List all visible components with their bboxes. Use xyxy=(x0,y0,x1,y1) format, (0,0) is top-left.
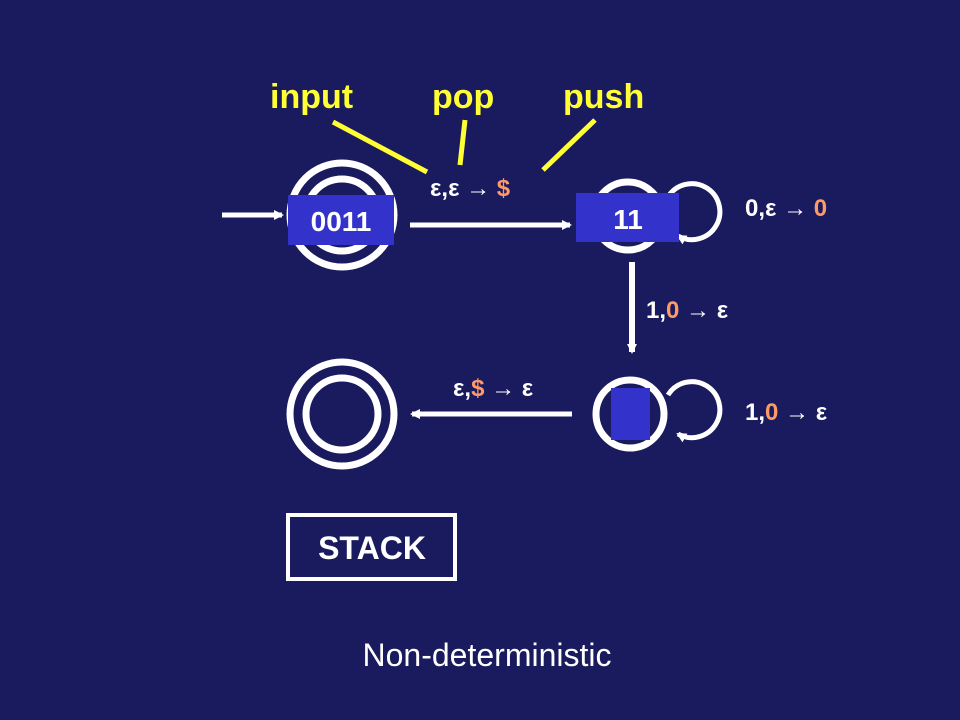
self-loop-label-q2: 1,0 → ε xyxy=(745,399,827,426)
self-loop-label-q1: 0,ε → 0 xyxy=(745,195,827,222)
pop-pointer-line xyxy=(457,119,468,166)
input-tape-q1-text: 11 xyxy=(613,204,643,235)
input-tape-q0-text: 0011 xyxy=(311,206,372,237)
stack-box xyxy=(286,513,457,581)
push-annotation: push xyxy=(563,78,644,116)
transition-label-q2-q3: ε,$ → ε xyxy=(453,375,533,402)
state-q2 xyxy=(592,376,668,452)
push-pointer-line xyxy=(541,118,597,172)
transition-label-q0-q1: ε,ε → $ xyxy=(430,175,511,202)
input-tape-q0 xyxy=(288,195,394,245)
state-q3 xyxy=(286,358,398,470)
stack-label: STACK xyxy=(318,530,426,566)
transition-label-q1-q2: 1,0 → ε xyxy=(646,297,728,324)
input-tape-q2 xyxy=(611,388,650,440)
caption: Non-deterministic xyxy=(363,637,612,673)
input-pointer-line xyxy=(331,119,429,175)
self-loop-q1 xyxy=(665,181,723,245)
input-tape-q1 xyxy=(576,193,679,242)
self-loop-q2 xyxy=(665,379,723,443)
pop-annotation: pop xyxy=(432,78,494,116)
input-annotation: input xyxy=(270,78,353,116)
